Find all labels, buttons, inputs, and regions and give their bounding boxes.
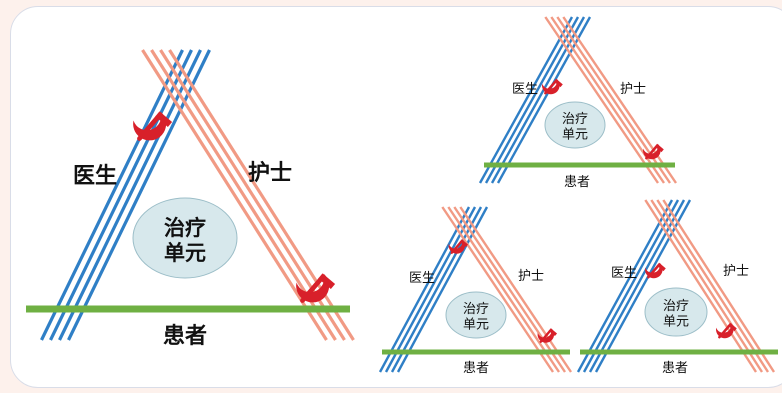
treatment-unit-label-line1: 治疗 [562,112,588,127]
treatment-unit-label-line2: 单元 [562,128,588,143]
nurse-line [562,16,677,184]
nurse-line [168,49,355,341]
treatment-unit-label-line1: 治疗 [463,302,489,317]
nurse-lines [441,206,572,373]
doctor-line [582,199,680,373]
nurse-line [459,206,572,373]
doctor-line [496,16,592,184]
nurse-line [141,49,328,341]
treatment-unit-label-line2: 单元 [164,240,206,265]
party-emblem-icon [716,322,737,339]
doctor-label: 医生 [409,271,435,286]
patient-label: 患者 [163,323,207,349]
nurse-line [644,199,758,373]
nurse-line [453,206,566,373]
treatment-unit-ellipse [644,287,708,337]
party-emblem-icon [448,239,469,254]
doctor-line [490,16,586,184]
treatment-unit-ellipse [132,197,238,279]
patient-label: 患者 [662,361,688,376]
nurse-lines [644,199,776,373]
doctor-line [67,49,211,341]
nurse-line [650,199,764,373]
doctor-lines [40,49,211,341]
party-emblem-icon [296,273,336,303]
treatment-unit-ellipse [544,101,606,149]
treatment-unit-label-line2: 单元 [663,315,689,330]
nurse-line [662,199,776,373]
doctor-line [384,206,477,373]
nurse-line [656,199,770,373]
patient-label: 患者 [564,175,590,190]
nurse-line [544,16,659,184]
doctor-line [594,199,692,373]
nurse-line [441,206,554,373]
doctor-label: 医生 [512,82,538,97]
doctor-lines [576,199,692,373]
nurse-line [159,49,346,341]
doctor-line [58,49,202,341]
nurse-label: 护士 [723,264,749,279]
party-emblem-icon [643,143,664,160]
nurse-line [447,206,560,373]
treatment-unit-ellipse [445,291,507,339]
treatment-unit-label-line1: 治疗 [663,299,689,314]
doctor-line [49,49,193,341]
doctor-line [484,16,580,184]
doctor-line [396,206,489,373]
nurse-label: 护士 [620,82,646,97]
treatment-unit-label-line2: 单元 [463,318,489,333]
doctor-line [40,49,184,341]
doctor-line [478,16,574,184]
nurse-label: 护士 [248,160,292,186]
nurse-label: 护士 [518,269,544,284]
party-emblem-icon [537,328,558,343]
doctor-line [378,206,471,373]
party-emblem-icon [542,78,563,95]
doctor-label: 医生 [73,163,117,189]
doctor-line [588,199,686,373]
treatment-unit-label-line1: 治疗 [164,215,206,240]
doctor-label: 医生 [611,266,637,281]
party-emblem-icon [645,262,666,279]
patient-label: 患者 [463,361,489,376]
doctor-line [576,199,674,373]
party-emblem-icon [133,111,173,141]
doctor-line [390,206,483,373]
